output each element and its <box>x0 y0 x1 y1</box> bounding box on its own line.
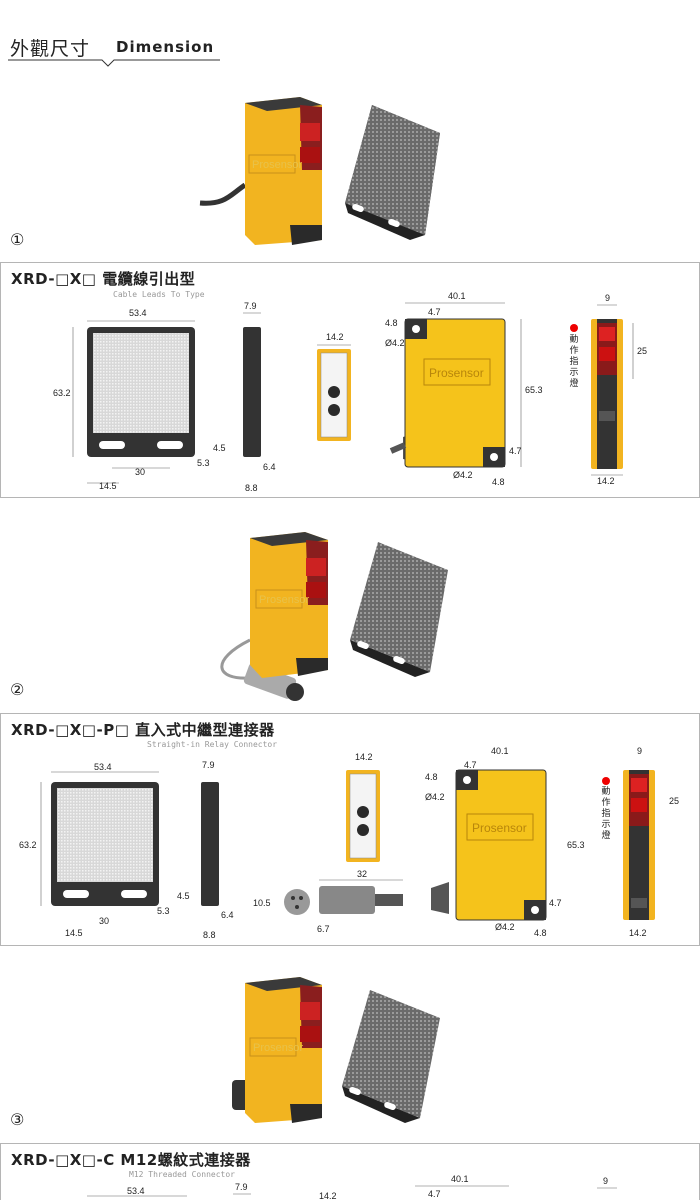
dim-led-h: 25 <box>637 346 647 356</box>
photo-number-3: ③ <box>10 1110 25 1129</box>
panel-subtitle: Straight-in Relay Connector <box>147 740 278 749</box>
dimension-panel-cable: XRD-□X□ 電纜線引出型 Cable Leads To Type 53.4 … <box>0 262 700 498</box>
dim-side-w: 7.9 <box>244 301 257 311</box>
connector-body <box>319 886 375 914</box>
dim-refl-slot-off: 5.3 <box>197 458 210 468</box>
photo-number-1: ① <box>10 230 25 249</box>
reflector-side <box>201 782 219 906</box>
product-photo-1: Prosensor ① <box>0 75 700 275</box>
product-photo-3: Prosensor ③ <box>0 968 700 1168</box>
dim-top-w: 14.2 <box>326 332 344 342</box>
dim-hole-edge: 4.7 <box>428 1189 441 1199</box>
dim-body-w: 40.1 <box>448 291 466 301</box>
dim-hole-edge: 4.7 <box>464 760 477 770</box>
panel-title: XRD-□X□-C M12螺紋式連接器 <box>11 1151 251 1169</box>
connector-face <box>284 889 310 915</box>
dim-side-w: 7.9 <box>202 760 215 770</box>
dim-refl-slot-off: 5.3 <box>157 906 170 916</box>
dim-side-slot: 6.4 <box>263 462 276 472</box>
dim-refl-w: 53.4 <box>127 1186 145 1196</box>
dim-hole-edge2: 4.7 <box>549 898 562 908</box>
dim-front-w: 9 <box>637 746 642 756</box>
sensor-photo-2: Prosensor <box>220 532 448 701</box>
sensor-body <box>455 769 547 921</box>
dim-front-w: 9 <box>605 293 610 303</box>
dim-hole-edge: 4.7 <box>428 307 441 317</box>
dim-conn-tip: 6.7 <box>317 924 330 934</box>
dimension-panel-m12: XRD-□X□-C M12螺紋式連接器 M12 Threaded Connect… <box>0 1143 700 1200</box>
dim-side-w: 7.9 <box>235 1182 248 1192</box>
dim-front-depth: 14.2 <box>597 476 615 486</box>
dim-refl-edge: 14.5 <box>65 928 83 938</box>
dim-hole-d-top: Ø4.2 <box>385 338 405 348</box>
dim-top-w: 14.2 <box>319 1191 337 1200</box>
dim-refl-h: 63.2 <box>53 388 71 398</box>
dim-body-h: 65.3 <box>567 840 585 850</box>
indicator-label: 動作指示燈 <box>601 787 611 841</box>
dim-refl-edge: 14.5 <box>99 481 117 491</box>
dimension-drawing-cable: 53.4 63.2 4.5 5.3 30 14.5 7.9 6.4 8.8 14… <box>53 291 647 493</box>
sensor-photo-1: Prosensor <box>199 97 440 245</box>
dim-top-w: 14.2 <box>355 752 373 762</box>
header-underline <box>8 59 220 67</box>
dim-refl-slot: 4.5 <box>213 443 226 453</box>
dim-refl-w: 53.4 <box>129 308 147 318</box>
dim-hole-off2: 4.8 <box>492 477 505 487</box>
photo-brand-1: Prosensor <box>252 159 302 171</box>
indicator-dot <box>570 324 578 332</box>
dimension-drawing-m12: 53.4 7.9 14.2 40.1 4.7 9 <box>87 1174 617 1200</box>
dim-conn-len: 32 <box>357 869 367 879</box>
dim-body-w: 40.1 <box>491 746 509 756</box>
sensor-body <box>404 318 506 468</box>
dim-hole-off: 4.8 <box>425 772 438 782</box>
panel-title: XRD-□X□ 電纜線引出型 <box>11 270 196 288</box>
photo-brand-3: Prosensor <box>253 1042 303 1054</box>
sensor-photo-3: Prosensor <box>232 977 440 1123</box>
dim-hole-off2: 4.8 <box>534 928 547 938</box>
dimension-panel-relay: XRD-□X□-P□ 直入式中繼型連接器 Straight-in Relay C… <box>0 713 700 946</box>
dim-refl-hole: 30 <box>99 916 109 926</box>
dim-hole-edge2: 4.7 <box>509 446 522 456</box>
panel-subtitle: M12 Threaded Connector <box>129 1170 235 1179</box>
dim-side-slot: 6.4 <box>221 910 234 920</box>
dim-body-w: 40.1 <box>451 1174 469 1184</box>
dim-front-depth: 14.2 <box>629 928 647 938</box>
dim-side-depth: 8.8 <box>245 483 258 493</box>
body-brand: Prosensor <box>472 821 527 835</box>
body-brand: Prosensor <box>429 366 484 380</box>
header-title-zh: 外觀尺寸 <box>10 38 91 60</box>
panel-title: XRD-□X□-P□ 直入式中繼型連接器 <box>11 721 275 739</box>
dim-body-h: 65.3 <box>525 385 543 395</box>
dimension-drawing-relay: 53.4 63.2 4.5 5.3 30 14.5 7.9 6.4 8.8 14… <box>19 746 679 940</box>
reflector-side <box>243 327 261 457</box>
dim-refl-w: 53.4 <box>94 762 112 772</box>
dim-conn-d: 10.5 <box>253 898 271 908</box>
product-photo-2: Prosensor ② <box>0 520 700 720</box>
photo-brand-2: Prosensor <box>259 594 309 606</box>
header-title-en: Dimension <box>116 38 215 56</box>
dim-hole-d-top: Ø4.2 <box>425 792 445 802</box>
dim-side-depth: 8.8 <box>203 930 216 940</box>
dim-hole-d-bot: Ø4.2 <box>495 922 515 932</box>
indicator-dot <box>602 777 610 785</box>
page-header: 外觀尺寸 Dimension <box>8 30 220 70</box>
dim-refl-slot: 4.5 <box>177 891 190 901</box>
dim-hole-off: 4.8 <box>385 318 398 328</box>
dim-refl-hole: 30 <box>135 467 145 477</box>
indicator-label: 動作指示燈 <box>569 335 579 389</box>
dim-front-w: 9 <box>603 1176 608 1186</box>
dim-hole-d-bot: Ø4.2 <box>453 470 473 480</box>
dim-led-h: 25 <box>669 796 679 806</box>
photo-number-2: ② <box>10 680 25 699</box>
dim-refl-h: 63.2 <box>19 840 37 850</box>
panel-subtitle: Cable Leads To Type <box>113 290 205 299</box>
